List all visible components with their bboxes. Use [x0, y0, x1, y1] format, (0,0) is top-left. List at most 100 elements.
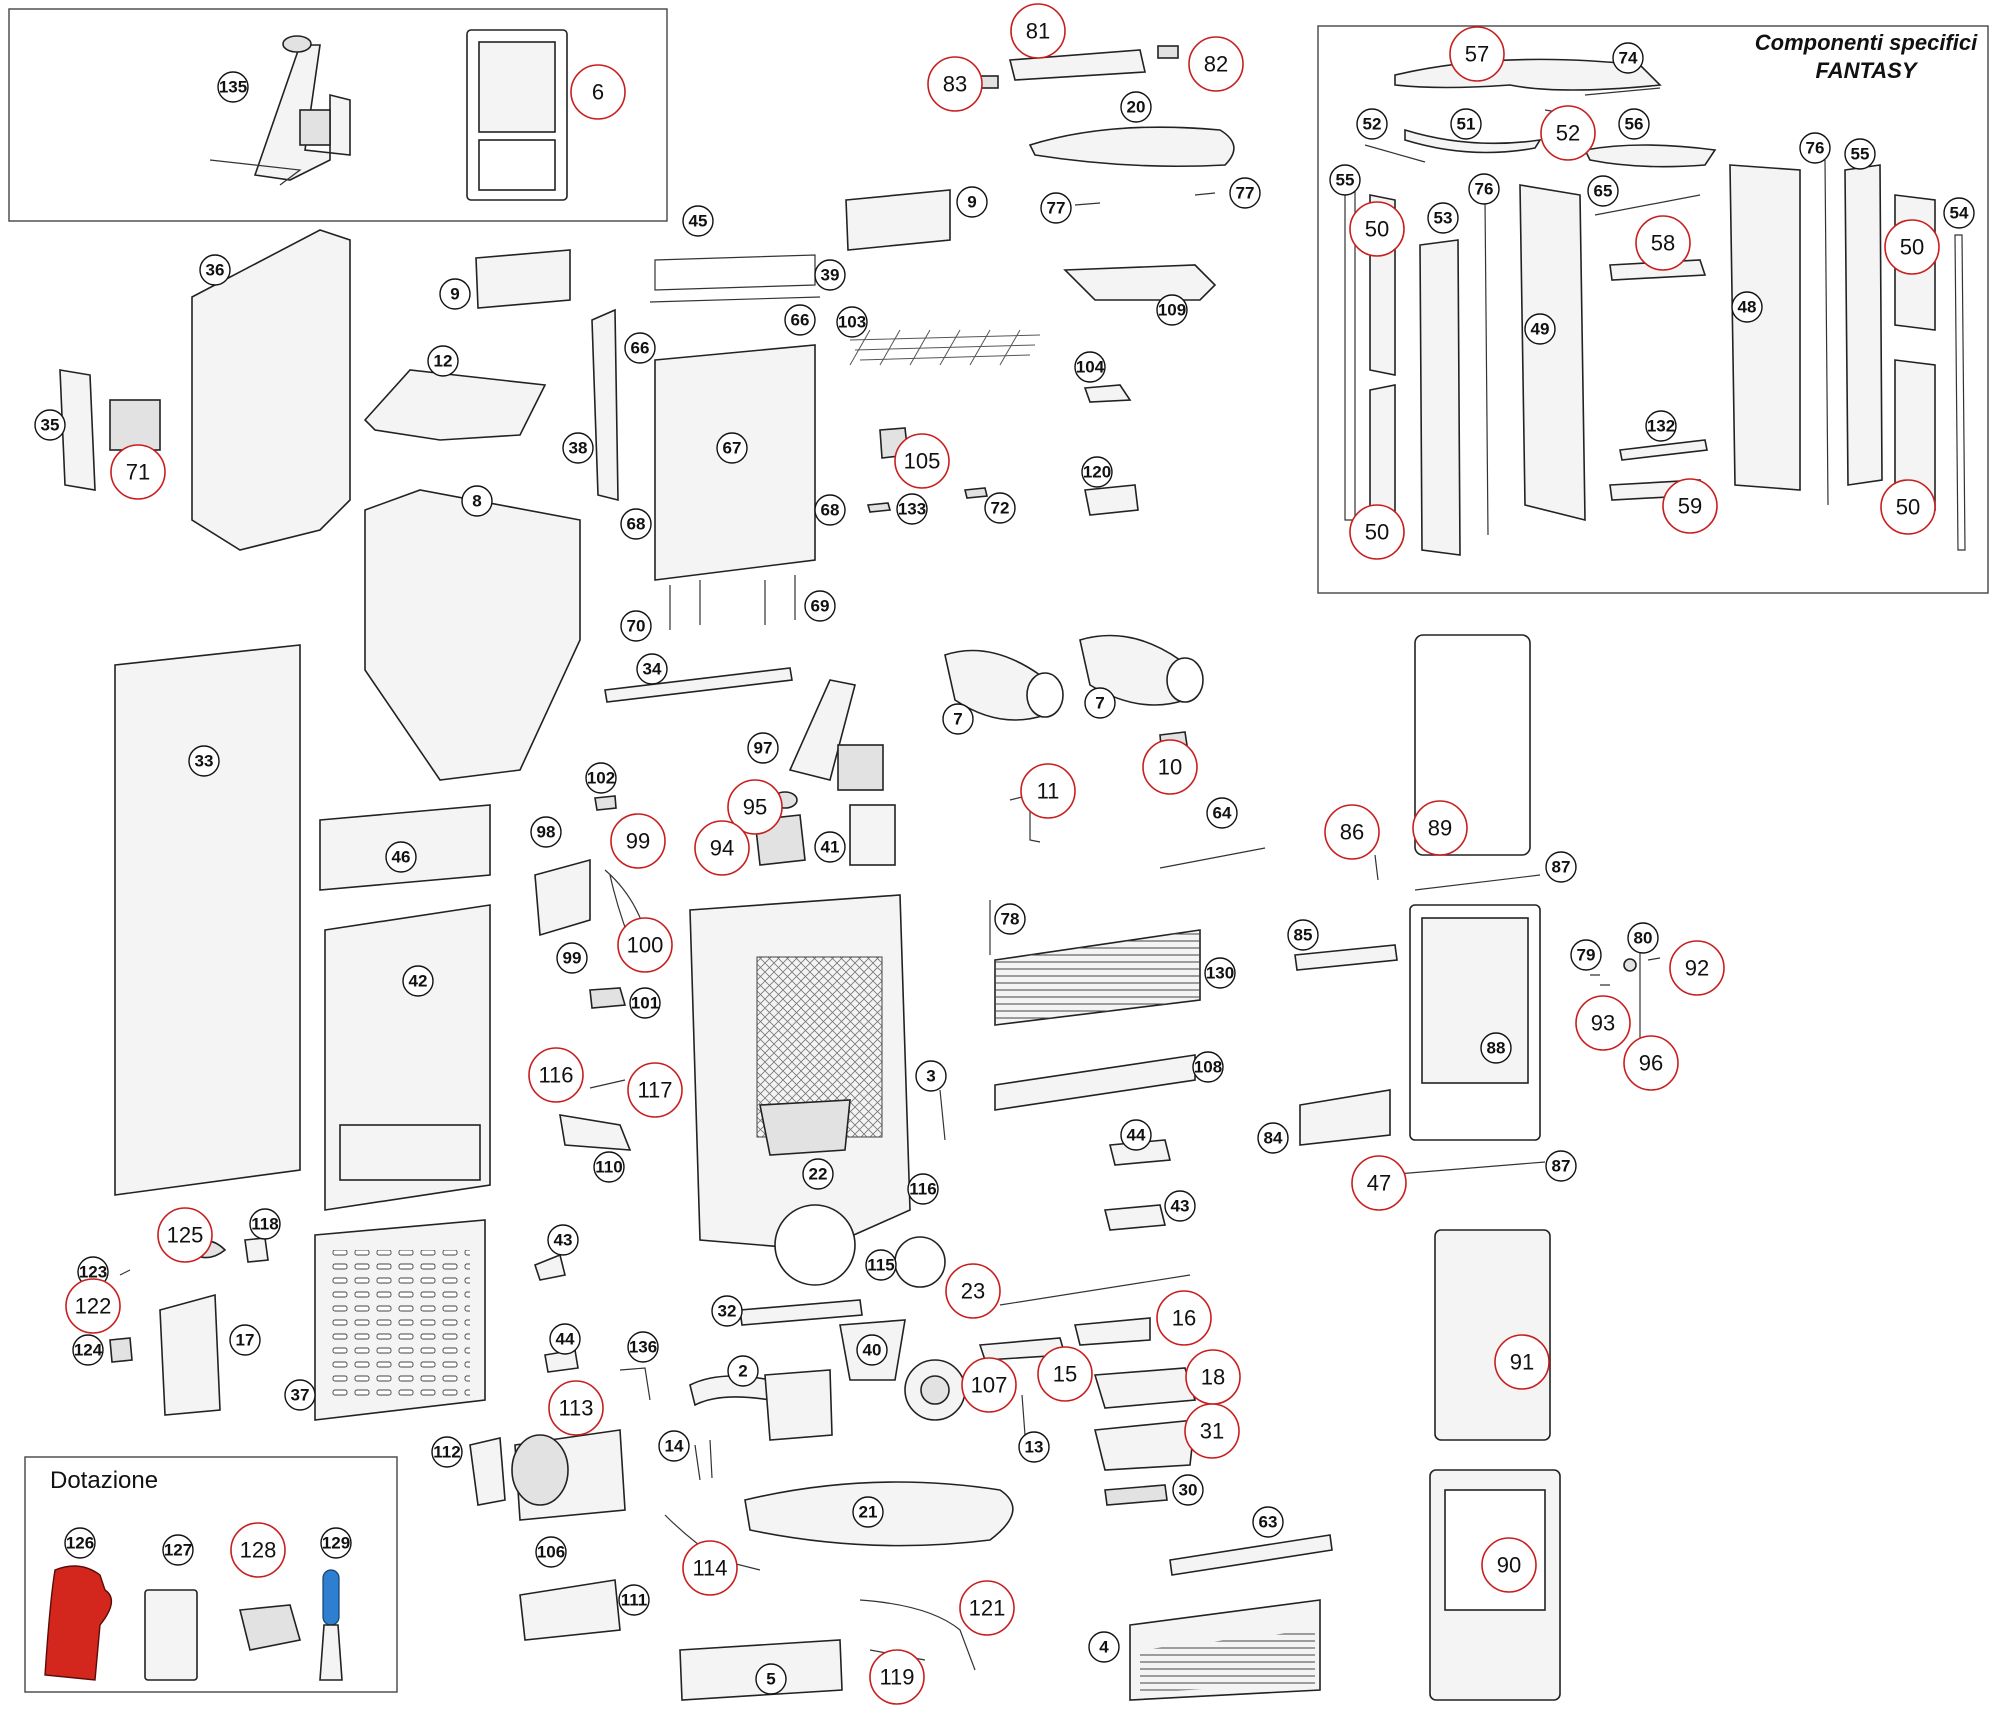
callout-116: 116 [528, 1047, 584, 1103]
callout-label: 90 [1497, 1553, 1521, 1578]
callout-101: 101 [629, 987, 661, 1019]
callout-94: 94 [694, 820, 750, 876]
callout-label: 33 [195, 752, 214, 771]
callout-124: 124 [72, 1334, 104, 1366]
callout-95: 95 [727, 779, 783, 835]
callout-23: 23 [945, 1263, 1001, 1319]
callout-22: 22 [802, 1158, 834, 1190]
callout-label: 42 [409, 972, 428, 991]
callout-119: 119 [869, 1649, 925, 1705]
callout-30: 30 [1172, 1474, 1204, 1506]
callout-44: 44 [1120, 1119, 1152, 1151]
part-12-duct [363, 369, 547, 441]
callout-label: 71 [126, 460, 150, 485]
callout-76: 76 [1468, 173, 1500, 205]
callout-50: 50 [1349, 504, 1405, 560]
callout-14: 14 [658, 1430, 690, 1462]
part-123-screw [119, 1269, 131, 1276]
callout-label: 50 [1365, 217, 1389, 242]
part-38-side-panel [591, 308, 619, 502]
callout-107: 107 [961, 1357, 1017, 1413]
part-101-gasket [589, 987, 627, 1009]
callout-46: 46 [385, 841, 417, 873]
callout-label: 13 [1025, 1438, 1044, 1457]
callout-9: 9 [956, 186, 988, 218]
callout-113: 113 [548, 1380, 604, 1436]
part-80-screw [1647, 957, 1661, 961]
callout-50: 50 [1884, 219, 1940, 275]
callout-label: 5 [766, 1670, 775, 1689]
callout-label: 76 [1806, 139, 1825, 158]
callout-label: 7 [953, 710, 962, 729]
callout-43: 43 [547, 1224, 579, 1256]
callout-112: 112 [431, 1436, 463, 1468]
part-41-gasket [849, 804, 896, 866]
callout-label: 116 [909, 1180, 936, 1199]
callout-label: 35 [41, 416, 60, 435]
callout-label: 44 [1127, 1126, 1146, 1145]
callout-label: 53 [1434, 209, 1453, 228]
part-85-rail [1294, 944, 1398, 971]
callout-53: 53 [1427, 202, 1459, 234]
callout-93: 93 [1575, 995, 1631, 1051]
callout-label: 45 [689, 212, 708, 231]
part-11-bracket [1009, 794, 1041, 843]
part-69-legs [764, 575, 796, 625]
callout-100: 100 [617, 917, 673, 973]
callout-69: 69 [804, 590, 836, 622]
callout-label: 68 [627, 515, 646, 534]
part-91-panel [1434, 1229, 1551, 1441]
callout-50: 50 [1349, 201, 1405, 257]
callout-116: 116 [907, 1173, 939, 1205]
callout-50: 50 [1880, 479, 1936, 535]
part-8-hopper [364, 489, 581, 781]
part-124-switch [109, 1337, 133, 1363]
callout-label: 136 [629, 1338, 657, 1357]
callout-label: 70 [627, 617, 646, 636]
callout-58: 58 [1635, 215, 1691, 271]
callout-57: 57 [1449, 26, 1505, 82]
callout-80: 80 [1627, 922, 1659, 954]
callout-label: 95 [743, 795, 767, 820]
callout-label: 72 [991, 499, 1010, 518]
part-42-slots [339, 1124, 481, 1181]
part-13-pin [1021, 1394, 1026, 1436]
callout-133: 133 [896, 493, 928, 525]
callout-125: 125 [157, 1207, 213, 1263]
callout-label: 125 [167, 1223, 204, 1248]
callout-52: 52 [1356, 108, 1388, 140]
callout-42: 42 [402, 965, 434, 997]
callout-20: 20 [1120, 91, 1152, 123]
callout-label: 40 [863, 1341, 882, 1360]
callout-59: 59 [1662, 478, 1718, 534]
callout-label: 87 [1552, 858, 1571, 877]
callout-2: 2 [727, 1355, 759, 1387]
callout-6: 6 [570, 64, 626, 120]
callout-label: 83 [943, 72, 967, 97]
callout-109: 109 [1156, 294, 1188, 326]
callout-label: 22 [809, 1165, 828, 1184]
callout-label: 52 [1363, 115, 1382, 134]
part-129-scraper [319, 1569, 343, 1681]
callout-132: 132 [1645, 410, 1677, 442]
callout-114: 114 [682, 1540, 738, 1596]
callout-label: 130 [1206, 964, 1234, 983]
callout-87: 87 [1545, 1150, 1577, 1182]
callout-label: 121 [969, 1596, 1006, 1621]
callout-label: 12 [434, 352, 453, 371]
callout-38: 38 [562, 432, 594, 464]
callout-92: 92 [1669, 940, 1725, 996]
callout-49: 49 [1524, 313, 1556, 345]
callout-97: 97 [747, 732, 779, 764]
specific-title-line2: FANTASY [1815, 58, 1918, 83]
kit-title: Dotazione [50, 1467, 158, 1494]
callout-label: 118 [251, 1215, 278, 1234]
kit-frame [24, 1456, 398, 1693]
callout-label: 81 [1026, 19, 1050, 44]
callout-label: 122 [75, 1294, 112, 1319]
part-22-firebox [689, 894, 911, 1286]
callout-label: 76 [1475, 180, 1494, 199]
callout-label: 3 [926, 1067, 935, 1086]
part-4-grille [1129, 1599, 1321, 1701]
